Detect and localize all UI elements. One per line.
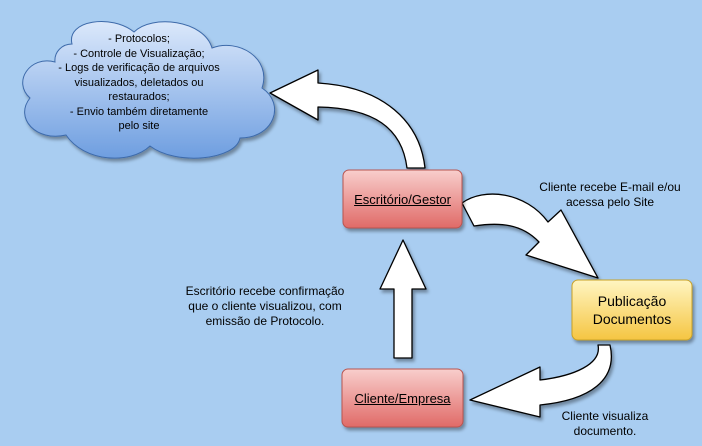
cloud-shape bbox=[22, 21, 275, 159]
publication-label-line1: Publicação bbox=[597, 293, 667, 309]
arrow-publication-to-client bbox=[469, 344, 612, 418]
office-label: Escritório/Gestor bbox=[354, 191, 451, 207]
edge-label-line: Cliente recebe E-mail e/ou bbox=[539, 180, 681, 194]
publication-label-line2: Documentos bbox=[592, 311, 672, 327]
publication-label: Publicação Documentos bbox=[572, 280, 692, 340]
arrow-office-to-cloud bbox=[269, 69, 426, 169]
edge-label-line: documento. bbox=[573, 424, 637, 438]
cloud-line: - Envio também diretamente bbox=[69, 105, 209, 118]
client-label: Cliente/Empresa bbox=[354, 390, 451, 406]
cloud-line: - Logs de verificação de arquivos bbox=[58, 62, 220, 74]
cloud-line: pelo site bbox=[118, 120, 160, 132]
arrow-office-to-publication bbox=[461, 193, 599, 279]
client-box bbox=[341, 368, 464, 428]
publication-box bbox=[571, 279, 693, 341]
edge-label-line: emissão de Protocolo. bbox=[205, 314, 325, 328]
cloud-line: restaurados; bbox=[108, 91, 170, 103]
edge-label-office-to-publication: Cliente recebe E-mail e/ou acessa pelo S… bbox=[520, 180, 700, 210]
cloud-text: - Protocolos; - Controle de Visualização… bbox=[28, 32, 250, 134]
cloud-line: - Controle de Visualização; bbox=[73, 47, 205, 60]
cloud-line: visualizados, deletados ou bbox=[74, 76, 204, 89]
edge-label-client-to-office: Escritório recebe confirmação que o clie… bbox=[165, 284, 365, 329]
edge-label-line: que o cliente visualizou, com bbox=[188, 299, 342, 313]
edge-label-publication-to-client: Cliente visualiza documento. bbox=[540, 409, 670, 439]
cloud-line: - Protocolos; bbox=[108, 33, 170, 45]
edge-label-line: acessa pelo Site bbox=[565, 195, 655, 209]
arrow-client-to-office bbox=[379, 239, 427, 359]
edge-label-line: Cliente visualiza bbox=[561, 409, 649, 423]
office-box bbox=[342, 169, 463, 229]
edge-label-line: Escritório recebe confirmação bbox=[185, 284, 345, 298]
